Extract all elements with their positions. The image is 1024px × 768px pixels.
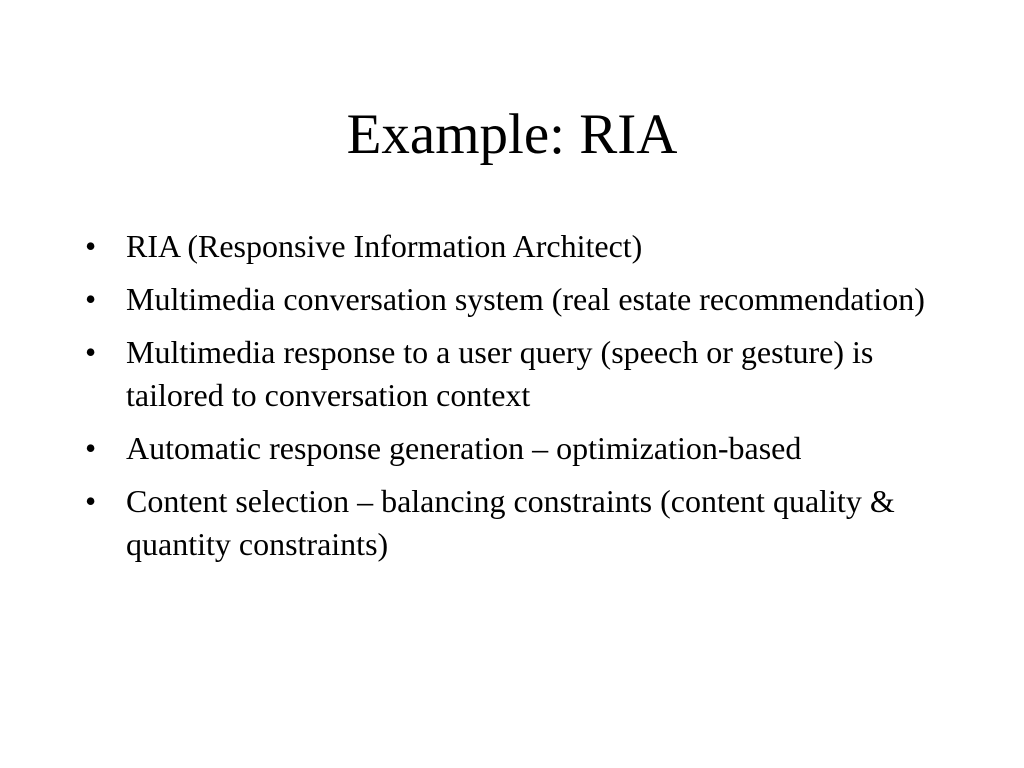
bullet-dot-icon: • <box>85 334 97 370</box>
bullet-list: • RIA (Responsive Information Architect)… <box>85 225 945 576</box>
bullet-item: • Content selection – balancing constrai… <box>85 480 945 566</box>
bullet-dot-icon: • <box>85 228 97 264</box>
bullet-dot-icon: • <box>85 430 97 466</box>
bullet-text: Content selection – balancing constraint… <box>126 483 895 562</box>
bullet-text: Multimedia response to a user query (spe… <box>126 334 874 413</box>
slide-title: Example: RIA <box>346 103 678 166</box>
bullet-text: Multimedia conversation system (real est… <box>126 281 925 317</box>
bullet-item: • Automatic response generation – optimi… <box>85 427 945 470</box>
bullet-text: RIA (Responsive Information Architect) <box>126 228 643 264</box>
bullet-item: • Multimedia conversation system (real e… <box>85 278 945 321</box>
bullet-dot-icon: • <box>85 483 97 519</box>
bullet-item: • Multimedia response to a user query (s… <box>85 331 945 417</box>
bullet-item: • RIA (Responsive Information Architect) <box>85 225 945 268</box>
bullet-dot-icon: • <box>85 281 97 317</box>
bullet-text: Automatic response generation – optimiza… <box>126 430 802 466</box>
